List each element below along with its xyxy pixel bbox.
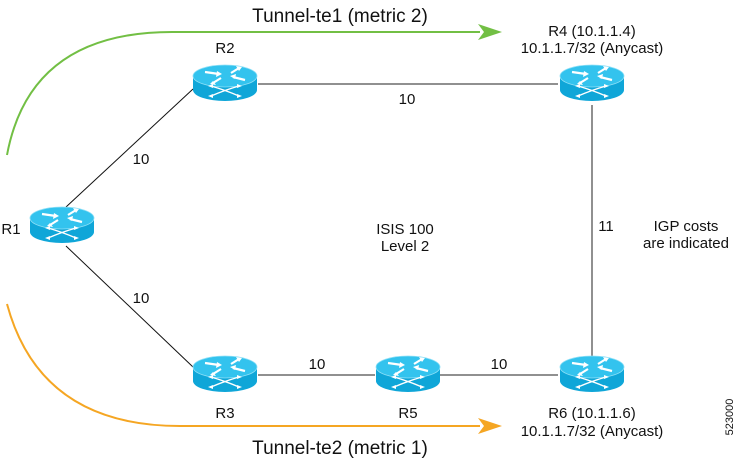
router-r4-label-line1: R4 (10.1.1.4) (548, 23, 636, 40)
link-cost-r2-r4: 10 (399, 91, 416, 108)
link-cost-r1-r3: 10 (133, 290, 150, 307)
link-r1-r2 (65, 88, 194, 208)
tunnel-te1-label: Tunnel-te1 (metric 2) (252, 6, 428, 27)
igp-note-line2: are indicated (643, 235, 729, 252)
tunnel-te2-arrowhead-icon (478, 418, 502, 434)
router-r2[interactable]: R2 (191, 40, 259, 103)
router-icon (558, 63, 626, 103)
router-icon (558, 354, 626, 394)
router-r5-label: R5 (398, 405, 417, 422)
router-r1-label: R1 (1, 221, 20, 238)
router-icon (191, 63, 259, 103)
router-r1[interactable]: R1 (1, 205, 96, 245)
router-icon (374, 354, 442, 394)
router-r3[interactable]: R3 (191, 354, 259, 422)
tunnel-te1-path (6, 31, 480, 156)
tunnel-te1-arrowhead-icon (478, 24, 502, 40)
router-icon (191, 354, 259, 394)
router-r4[interactable]: R4 (10.1.1.4) 10.1.1.7/32 (Anycast) (521, 23, 664, 103)
link-cost-r3-r5: 10 (309, 356, 326, 373)
isis-label-line2: Level 2 (381, 238, 429, 255)
router-r3-label: R3 (215, 405, 234, 422)
router-r6-label-line1: R6 (10.1.1.6) (548, 405, 636, 422)
router-r2-label: R2 (215, 40, 234, 57)
tunnel-te2-label: Tunnel-te2 (metric 1) (252, 438, 428, 459)
link-cost-r4-r6: 11 (598, 218, 614, 235)
igp-note-line1: IGP costs (654, 218, 719, 235)
figure-id: 523000 (724, 399, 736, 436)
router-r5[interactable]: R5 (374, 354, 442, 422)
router-r4-label-line2: 10.1.1.7/32 (Anycast) (521, 40, 664, 57)
link-cost-r5-r6: 10 (491, 356, 508, 373)
router-r6-label-line2: 10.1.1.7/32 (Anycast) (521, 423, 664, 440)
link-r1-r3 (65, 245, 194, 368)
router-r6[interactable]: R6 (10.1.1.6) 10.1.1.7/32 (Anycast) (521, 354, 664, 440)
isis-label-line1: ISIS 100 (376, 221, 434, 238)
router-icon (28, 205, 96, 245)
tunnel-te2-path (6, 303, 480, 427)
link-cost-r1-r2: 10 (133, 151, 150, 168)
